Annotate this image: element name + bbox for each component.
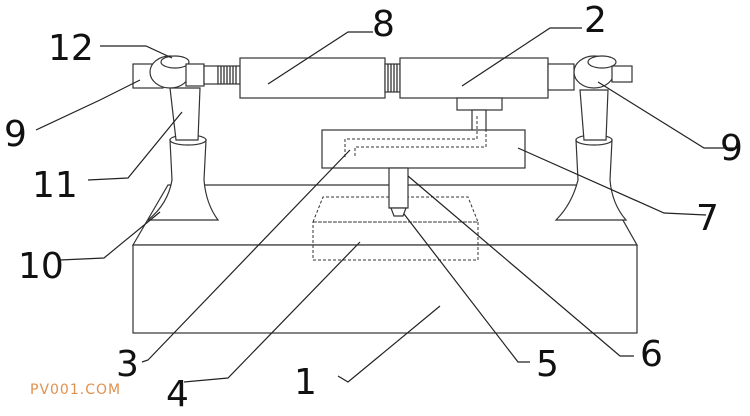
label-7: 7 (696, 198, 719, 239)
right-support-foot (554, 134, 628, 221)
label-2: 2 (584, 0, 607, 41)
left-support-neck (169, 87, 201, 141)
crossbar (321, 114, 526, 169)
left-swivel-joint (132, 55, 219, 89)
label-4: 4 (166, 374, 189, 415)
left-thread (217, 65, 241, 85)
label-5: 5 (536, 344, 559, 385)
label-9-left: 9 (4, 114, 27, 155)
label-10: 10 (18, 246, 64, 287)
right-swivel-joint (547, 55, 633, 91)
label-8: 8 (372, 4, 395, 45)
label-3: 3 (116, 344, 139, 385)
label-9-right: 9 (720, 128, 743, 169)
leader-lines (35, 27, 738, 383)
label-1: 1 (294, 362, 317, 403)
label-12: 12 (48, 28, 94, 69)
reference-numerals: 12 9 11 10 8 2 9 7 3 4 1 5 6 (4, 0, 743, 415)
right-support-neck (579, 89, 609, 141)
left-shaft (239, 57, 386, 99)
probe (388, 167, 409, 217)
workpiece-slot (312, 196, 479, 261)
label-6: 6 (640, 334, 663, 375)
vertical-connector (456, 97, 503, 133)
watermark: PV001.COM (30, 382, 121, 398)
label-11: 11 (32, 165, 78, 206)
middle-thread (384, 63, 401, 93)
